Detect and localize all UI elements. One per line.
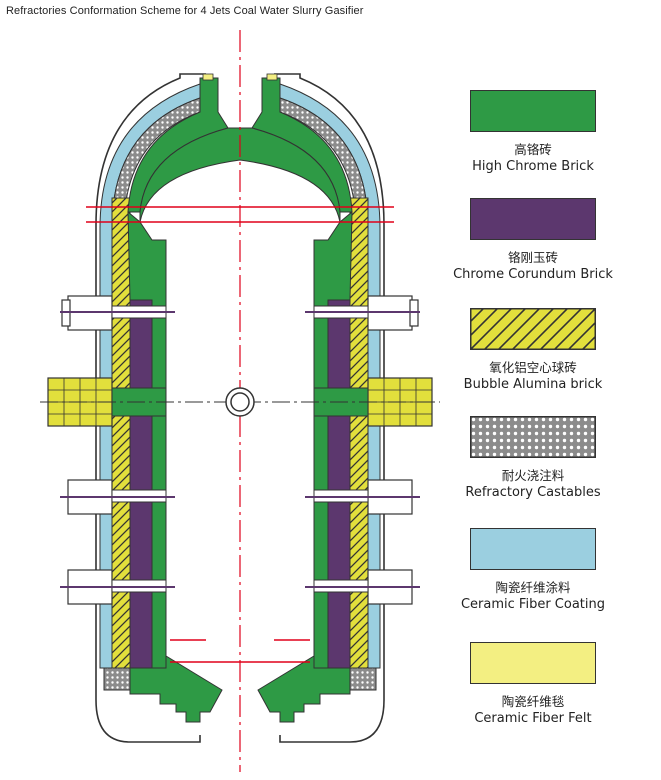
legend-label-cn: 氧化铝空心球砖 [489, 360, 577, 375]
legend-item-bubble-alumina: 氧化铝空心球砖 Bubble Alumina brick [448, 308, 618, 394]
dotted-swatch [470, 416, 596, 458]
blue-swatch [470, 528, 596, 570]
legend-item-fiber-felt: 陶瓷纤维毯 Ceramic Fiber Felt [448, 642, 618, 728]
reference-lines [86, 206, 394, 663]
legend-item-chrome-corundum: 铬刚玉砖 Chrome Corundum Brick [448, 198, 618, 284]
bubble-alumina-wall [111, 197, 131, 669]
legend-label-en: High Chrome Brick [472, 159, 594, 174]
steel-shell [95, 225, 385, 743]
legend-label-cn: 陶瓷纤维涂料 [495, 580, 571, 595]
chrome-corundum-wall [129, 299, 153, 669]
bubble-alumina-wall [349, 197, 369, 669]
legend-label-en: Refractory Castables [465, 485, 601, 500]
center-marker [225, 387, 255, 417]
shell-dome [95, 73, 385, 226]
high-chrome-cone [129, 655, 223, 723]
high-chrome-arch [139, 127, 341, 223]
legend-label-en: Ceramic Fiber Coating [460, 597, 605, 612]
legend-label-cn: 铬刚玉砖 [507, 250, 558, 265]
green-swatch [470, 90, 596, 132]
legend-label-cn: 耐火浇注料 [501, 468, 565, 483]
legend-label-cn: 陶瓷纤维毯 [501, 694, 565, 709]
legend-item-fiber-coating: 陶瓷纤维涂料 Ceramic Fiber Coating [448, 528, 618, 614]
legend-label-en: Ceramic Fiber Felt [474, 711, 592, 726]
nozzle-axis-lines [60, 311, 420, 588]
legend-label-en: Chrome Corundum Brick [453, 267, 613, 282]
legend-label-cn: 高铬砖 [514, 142, 552, 157]
purple-swatch [470, 198, 596, 240]
chrome-corundum-wall [327, 299, 351, 669]
top-neck-felt [202, 73, 214, 81]
legend-item-castable: 耐火浇注料 Refractory Castables [448, 416, 618, 502]
hatched-swatch [470, 308, 596, 350]
legend-item-high-chrome: 高铬砖 High Chrome Brick [448, 90, 618, 176]
top-neck-felt [266, 73, 278, 81]
page-title: Refractories Conformation Scheme for 4 J… [6, 5, 364, 17]
legend-label-en: Bubble Alumina brick [463, 377, 603, 392]
high-chrome-cone [257, 655, 351, 723]
center-marker-inner [230, 392, 250, 412]
yellow-swatch [470, 642, 596, 684]
